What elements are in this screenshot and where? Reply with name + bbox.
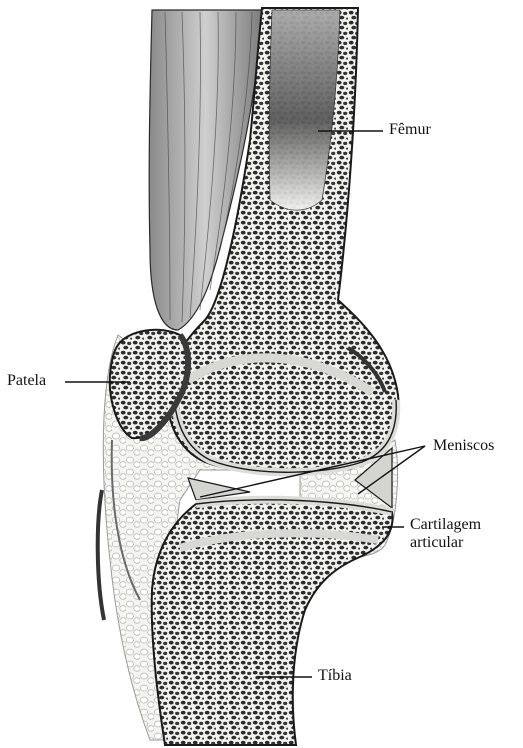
label-femur: Fêmur: [389, 121, 431, 139]
label-tibia: Tíbia: [318, 667, 352, 685]
label-patela: Patela: [7, 372, 46, 390]
label-cartilagem-line2: articular: [410, 534, 481, 552]
label-cartilagem-line1: Cartilagem: [410, 516, 481, 534]
label-cartilagem-articular: Cartilagem articular: [410, 516, 481, 553]
label-meniscos: Meniscos: [433, 437, 494, 455]
bursa-anterior: [98, 490, 104, 620]
